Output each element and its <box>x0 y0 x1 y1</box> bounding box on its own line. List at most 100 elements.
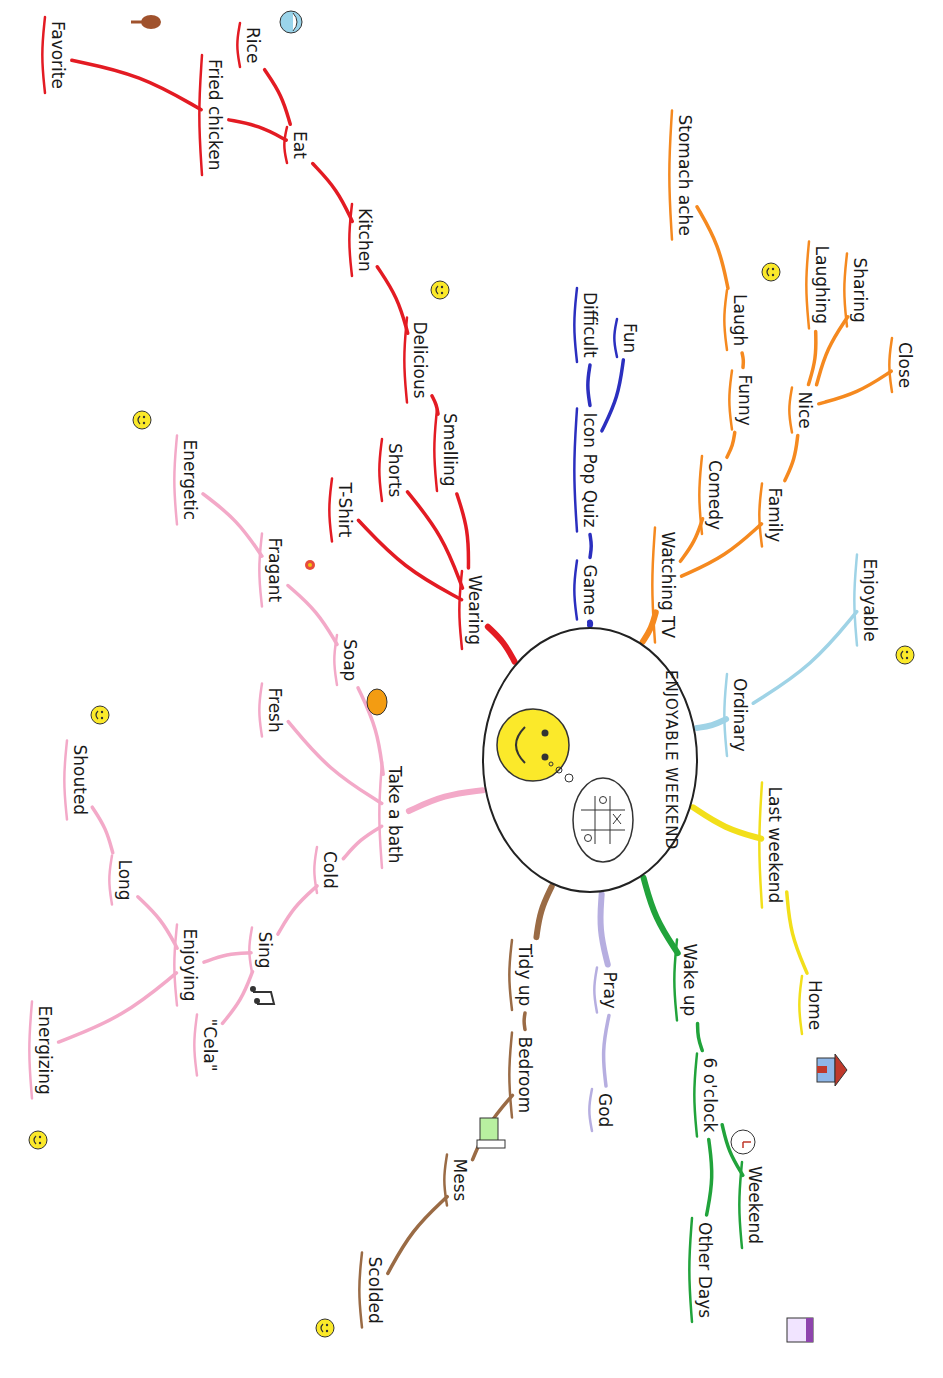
branch-stroke <box>689 1218 692 1322</box>
branch-stroke <box>724 674 727 756</box>
branch-word: Enjoyable <box>860 559 880 642</box>
branch-stroke <box>574 561 577 620</box>
bed-icon <box>477 1118 505 1148</box>
branch-stroke <box>284 127 287 163</box>
branch-stroke <box>359 1253 362 1328</box>
branch-stroke <box>259 684 262 737</box>
thought-bubble <box>549 762 633 862</box>
branch-word: Home <box>805 980 825 1030</box>
branch-line <box>808 331 815 384</box>
branch-stroke <box>669 111 672 240</box>
branch-node: Wearing <box>464 571 486 649</box>
branch-node: Difficult <box>579 288 601 362</box>
branch-stroke <box>64 741 67 820</box>
branch-stroke <box>329 479 332 542</box>
branch-stroke <box>509 1033 512 1118</box>
branch-node: Scolded <box>364 1253 386 1328</box>
branch-line <box>388 1197 447 1274</box>
branch-word: Family <box>765 488 785 543</box>
branch-word: Nice <box>795 392 815 429</box>
branch-word: Stomach ache <box>675 115 695 236</box>
branch-stroke <box>29 1002 32 1099</box>
branch-node: Rice <box>242 23 264 67</box>
branch-line <box>601 894 608 964</box>
branch-stroke <box>724 290 727 350</box>
branch-node: Tidy up <box>514 940 536 1010</box>
branch-word: Mess <box>450 1159 470 1202</box>
branch-line <box>288 586 337 645</box>
branch-node: Pray <box>599 968 621 1013</box>
branch-node: Mess <box>449 1155 471 1206</box>
central-oval: ENJOYABLE WEEKEND <box>480 625 700 895</box>
branch-stroke <box>574 409 577 532</box>
branch-line <box>138 897 177 948</box>
branch-word: Fried chicken <box>205 59 225 171</box>
branch-line <box>488 627 515 662</box>
branch-node: Sing <box>254 928 276 973</box>
house-icon <box>817 1054 847 1086</box>
branch-node: Eat <box>289 127 311 163</box>
branch-node: Last weekend <box>764 783 786 908</box>
branch-line <box>727 432 735 457</box>
branch-node: Soap <box>339 635 361 685</box>
branch-word: Long <box>115 860 135 901</box>
branch-stroke <box>249 928 252 973</box>
branch-line <box>409 790 483 811</box>
soap-icon <box>367 689 387 715</box>
branch-word: Kitchen <box>355 208 375 272</box>
branch-stroke <box>889 338 892 392</box>
flower-icon <box>305 560 315 570</box>
branch-line <box>697 207 728 288</box>
branch-word: Soap <box>340 639 360 681</box>
branch-stroke <box>789 388 792 433</box>
branch-line <box>536 887 551 938</box>
branch-word: Pray <box>600 972 620 1009</box>
smiley-icons <box>29 263 914 1337</box>
branch-word: Close <box>895 342 915 388</box>
central-title: ENJOYABLE WEEKEND <box>662 625 700 895</box>
branch-word: Sing <box>255 932 275 969</box>
branch-node: Take a bath <box>384 762 406 868</box>
branch-word: Bedroom <box>515 1037 535 1114</box>
branch-node: Icon Pop Quiz <box>579 409 601 532</box>
branch-line <box>682 524 762 576</box>
branch-word: Favorite <box>48 21 68 89</box>
branch-word: Icon Pop Quiz <box>580 413 600 528</box>
branch-word: Take a bath <box>385 766 405 864</box>
branch-line <box>643 612 656 641</box>
branch-node: Nice <box>794 388 816 433</box>
branch-stroke <box>589 1089 592 1131</box>
branch-node: Bedroom <box>514 1033 536 1118</box>
branch-node: Comedy <box>704 456 726 534</box>
branch-stroke <box>594 968 597 1013</box>
branch-word: Enjoying <box>180 929 200 1002</box>
branch-word: Last weekend <box>765 787 785 904</box>
branch-line <box>432 396 438 414</box>
branch-node: Funny <box>734 371 756 430</box>
branch-line <box>92 807 113 853</box>
branch-node: Weekend <box>744 1162 766 1248</box>
branch-node: Energetic <box>179 436 201 525</box>
branch-word: Fun <box>620 323 640 353</box>
branch-stroke <box>694 1054 697 1137</box>
branch-line <box>787 892 807 973</box>
branch-line <box>313 164 353 222</box>
branch-node: 6 o'clock <box>699 1054 721 1137</box>
branch-line <box>644 878 678 953</box>
branch-node: Favorite <box>47 17 69 93</box>
branch-node: Wake up <box>679 940 701 1021</box>
branch-node: Long <box>114 856 136 905</box>
branch-stroke <box>259 534 262 607</box>
branch-word: Other Days <box>695 1222 715 1318</box>
branch-stroke <box>42 17 45 93</box>
branch-word: Laugh <box>730 294 750 346</box>
branch-node: Laugh <box>729 290 751 350</box>
branch-node: T-Shirt <box>334 479 356 542</box>
branch-stroke <box>174 436 177 525</box>
branch-node: God <box>594 1089 616 1131</box>
branch-line <box>72 60 201 109</box>
branch-line <box>203 494 262 556</box>
branch-word: Wake up <box>680 944 700 1017</box>
branch-node: Shouted <box>69 741 91 820</box>
branch-node: Enjoyable <box>859 555 881 646</box>
